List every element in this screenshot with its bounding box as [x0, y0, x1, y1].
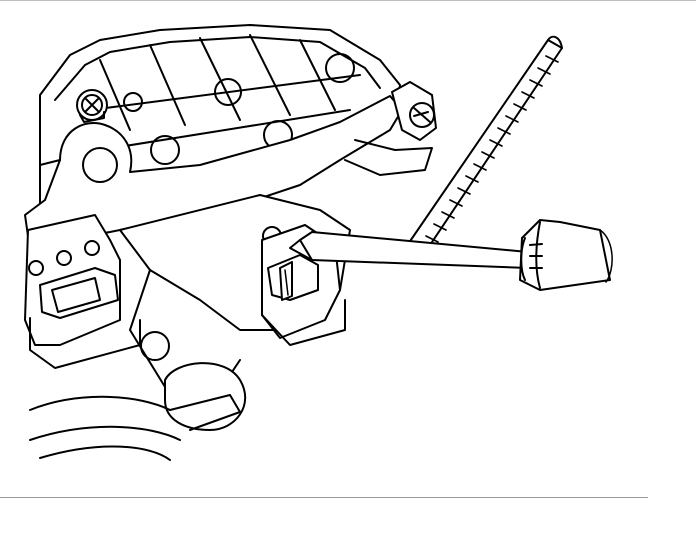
bolt-icon [344, 81, 437, 176]
flathead-screwdriver-icon [289, 219, 613, 291]
phillips-screw-icon [76, 89, 108, 123]
top-divider [0, 0, 696, 1]
grommet-loop [29, 362, 247, 461]
bottom-divider [0, 497, 648, 498]
electrical-connector-icon [24, 214, 141, 369]
